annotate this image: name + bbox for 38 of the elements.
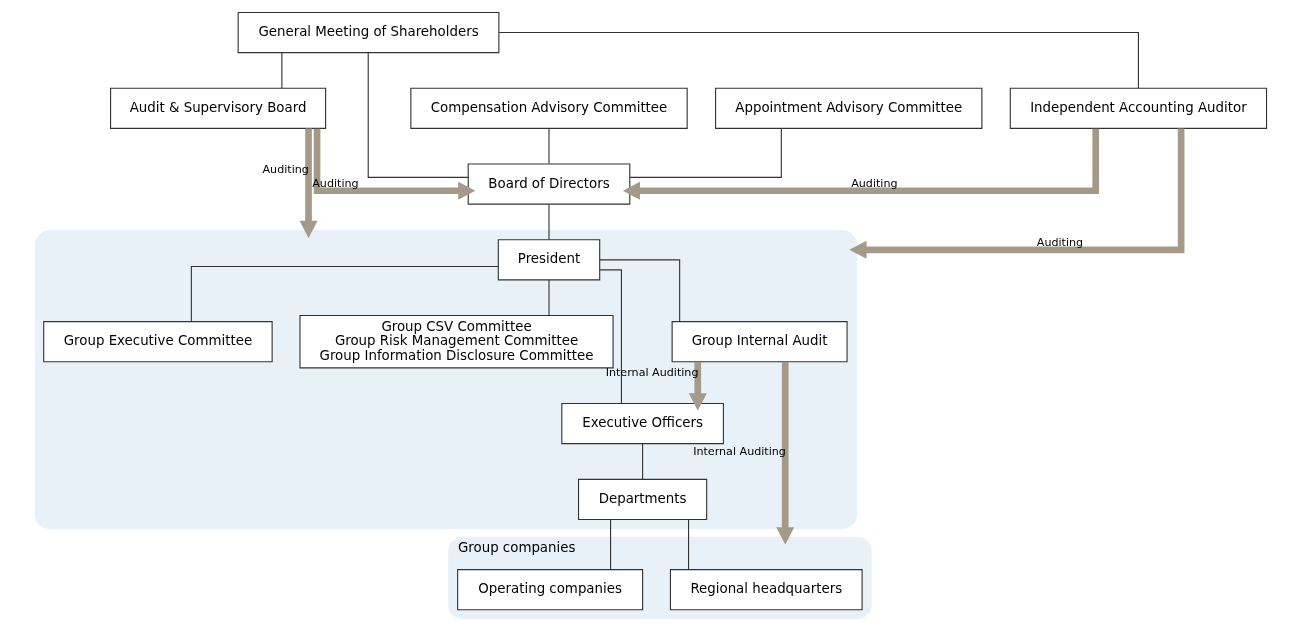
connector (599, 269, 622, 405)
connector (629, 128, 782, 178)
connector (599, 259, 681, 323)
connector (610, 519, 612, 571)
arrow (299, 128, 318, 239)
connector (498, 32, 1139, 89)
node-box: Departments (577, 478, 708, 520)
arrow (313, 128, 476, 200)
node-box: Audit & Supervisory Board (110, 87, 327, 129)
node-box: Operating companies (457, 569, 644, 611)
connector (548, 128, 550, 165)
node-box: Executive Officers (561, 403, 724, 445)
connector (642, 443, 644, 480)
node-box: Group CSV Committee Group Risk Management Committee Group Information Disclosure Committee (299, 315, 614, 369)
connector (548, 279, 550, 317)
edge-label: Auditing (851, 177, 898, 191)
edge-label: Auditing (312, 177, 359, 191)
connector (548, 203, 550, 241)
node-box: Group Executive Committee (43, 321, 273, 363)
node-box: Regional headquarters (669, 569, 863, 611)
edge-label: Auditing (262, 162, 309, 176)
node-box: Independent Accounting Auditor (1009, 87, 1268, 129)
node-box: General Meeting of Shareholders (237, 11, 500, 54)
connector (367, 52, 469, 178)
edge-label: Internal Auditing (693, 445, 786, 459)
arrow (622, 128, 1100, 200)
edge-label: Auditing (1036, 236, 1084, 250)
node-box: Board of Directors (467, 163, 631, 205)
connector (688, 519, 690, 571)
arrow (688, 361, 707, 411)
arrow (849, 128, 1185, 259)
node-box: Appointment Advisory Committee (715, 87, 983, 129)
arrow (776, 362, 795, 545)
node-box: President (497, 239, 601, 281)
connector (190, 265, 499, 323)
node-box: Compensation Advisory Committee (410, 87, 688, 129)
node-box: Group Internal Audit (671, 321, 848, 363)
connector (281, 52, 283, 89)
